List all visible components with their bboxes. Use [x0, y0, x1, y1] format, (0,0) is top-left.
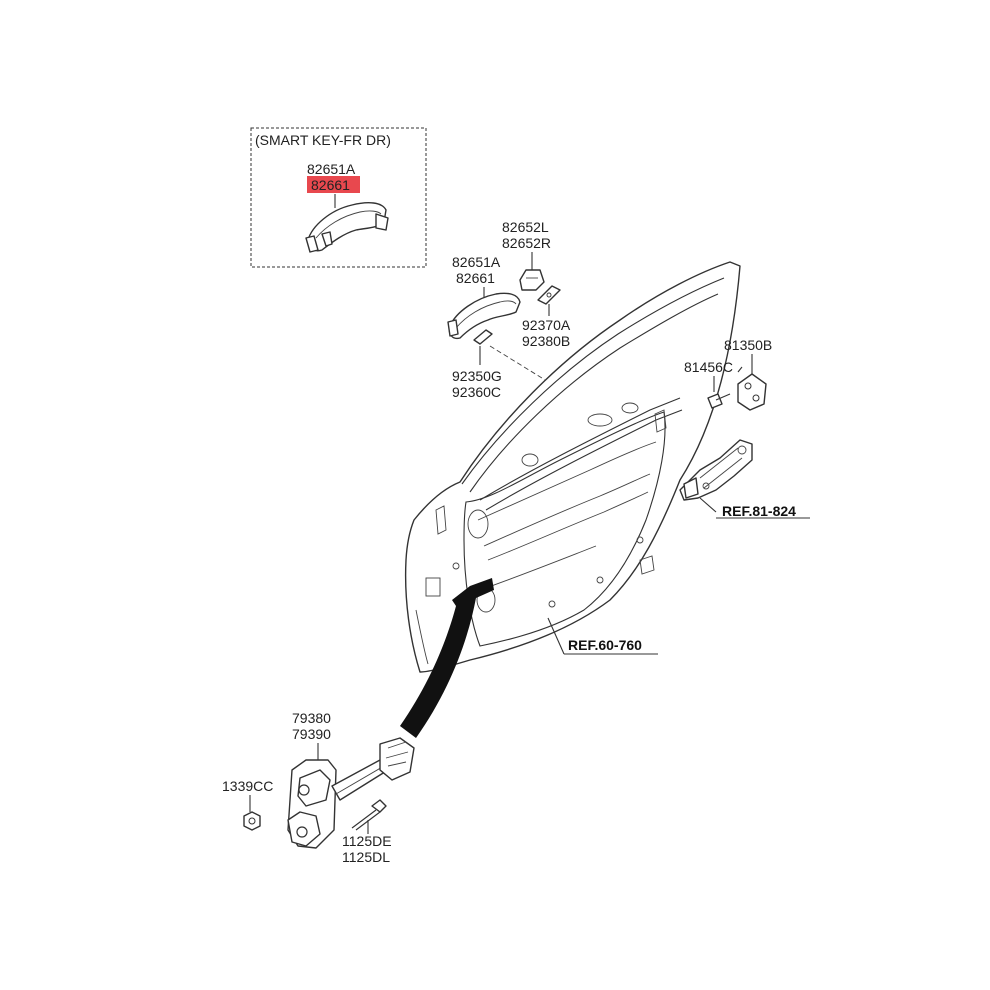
handle-cover-part — [519, 269, 545, 291]
smart-key-title-bg — [258, 130, 420, 148]
latch-assembly — [679, 439, 753, 501]
smart-key-title: (SMART KEY-FR DR) — [255, 132, 391, 148]
callout-band — [400, 578, 494, 738]
label-92350g: 92350G — [452, 368, 502, 384]
smart-key-part-top: 82651A — [307, 161, 356, 177]
bolt-part — [351, 799, 387, 831]
label-82651a: 82651A — [452, 254, 501, 270]
leader-81456-a — [737, 366, 743, 373]
smart-key-handle — [305, 202, 389, 253]
door-checker-part — [287, 737, 415, 849]
smart-key-part-highlight: 82661 — [311, 177, 350, 193]
label-81456c: 81456C — [684, 359, 733, 375]
label-1125dl: 1125DL — [342, 849, 390, 865]
label-79380: 79380 — [292, 710, 331, 726]
ref-60-760: REF.60-760 — [568, 637, 642, 653]
label-82652r: 82652R — [502, 235, 551, 251]
label-82652l: 82652L — [502, 219, 549, 235]
pad-rear-part — [537, 285, 561, 305]
leader-ref-60 — [547, 617, 565, 655]
ref-81-824: REF.81-824 — [722, 503, 796, 519]
highlight-box — [307, 176, 360, 193]
striker-part — [737, 373, 767, 411]
label-92370a: 92370A — [522, 317, 571, 333]
pad-front-part — [473, 329, 493, 345]
label-81350b: 81350B — [724, 337, 772, 353]
smart-key-box — [250, 127, 427, 268]
label-82661: 82661 — [456, 270, 495, 286]
label-79390: 79390 — [292, 726, 331, 742]
leader-ref-81 — [699, 497, 717, 513]
nut-part — [243, 811, 261, 831]
label-1339cc: 1339CC — [222, 778, 273, 794]
label-1125de: 1125DE — [342, 833, 392, 849]
outer-handle-part — [447, 292, 521, 340]
label-92360c: 92360C — [452, 384, 501, 400]
label-92380b: 92380B — [522, 333, 570, 349]
door-panel — [404, 261, 741, 673]
striker-bolt-part — [707, 393, 731, 409]
